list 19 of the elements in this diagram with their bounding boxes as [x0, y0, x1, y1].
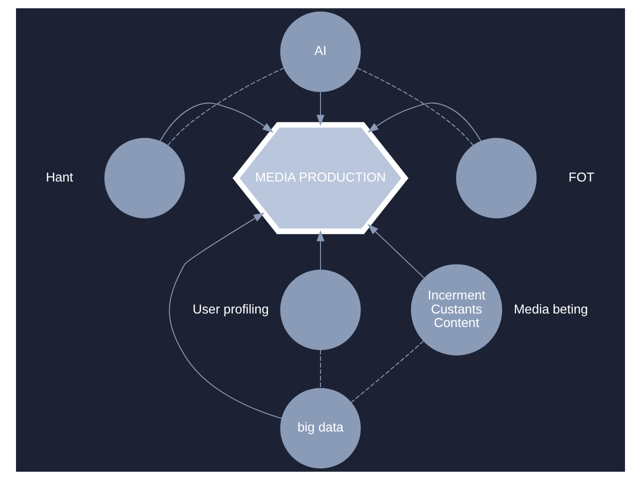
- node-circle: [456, 138, 536, 218]
- node-circle: big data: [280, 388, 360, 468]
- arrow: [366, 224, 424, 278]
- node-circle: [104, 138, 184, 218]
- node-label: Media beting: [513, 301, 588, 316]
- node-label: User profiling: [192, 301, 268, 316]
- arrow: [159, 102, 274, 142]
- arrow: [316, 91, 324, 126]
- connector: [350, 340, 424, 404]
- connector: [166, 68, 284, 146]
- node-label: Hant: [45, 170, 73, 185]
- node-circle: [280, 270, 360, 350]
- connector: [356, 68, 474, 146]
- arrow: [316, 230, 324, 270]
- arrow: [366, 102, 481, 142]
- arrow: [168, 212, 282, 419]
- node-label: FOT: [568, 170, 594, 185]
- node-circle: Incerment Custants Content: [410, 264, 502, 356]
- node-circle: AI: [280, 12, 360, 92]
